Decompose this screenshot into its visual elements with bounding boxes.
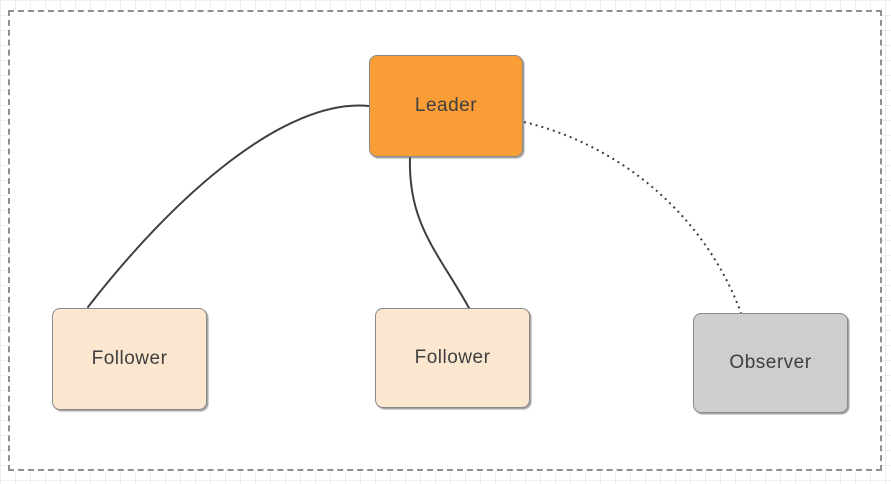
edge-leader-to-follower-2[interactable] [408,157,470,309]
node-follower-1[interactable]: Follower [52,308,207,410]
node-follower-2-label: Follower [414,347,491,368]
edge-leader-to-follower-1[interactable] [87,104,370,308]
node-observer-label: Observer [729,352,812,373]
node-observer[interactable]: Observer [693,313,848,413]
node-leader[interactable]: Leader [369,55,523,157]
node-leader-label: Leader [414,95,478,116]
node-follower-2[interactable]: Follower [375,308,530,408]
node-follower-1-label: Follower [91,348,168,369]
